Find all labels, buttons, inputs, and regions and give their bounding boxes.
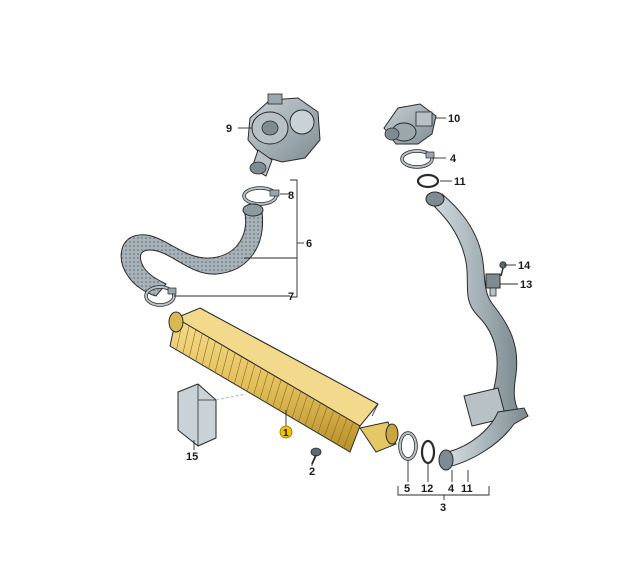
cooling-fin [182,325,190,354]
callout-11-top: 11 [454,176,466,188]
cooling-fin [285,387,295,415]
cooling-fin [278,383,289,411]
o-ring-icon [420,439,436,465]
cooling-fin [291,391,302,419]
cooling-fin [259,371,269,400]
callout-4-top: 4 [450,153,457,165]
cooling-fin [233,356,243,384]
callout-7: 7 [288,291,294,303]
callout-12: 12 [421,483,433,495]
cooling-fin [330,414,341,441]
charge-air-pipe [425,191,529,471]
hose-clamp-icon [242,186,280,206]
cooling-fin [246,364,256,392]
cooling-fin [221,348,229,377]
cooling-fin [201,337,210,365]
hose-clamp-icon [398,431,418,461]
intercooler-icon [168,307,399,453]
throttle-body-icon [383,103,437,145]
callout-6: 6 [306,238,312,250]
cooling-fin [324,410,334,437]
callouts: 9 10 4 11 8 6 7 14 13 2 15 5 12 4 11 3 1 [186,113,532,514]
turbocharger-icon [247,93,321,177]
callout-5: 5 [404,483,410,495]
callout-8: 8 [288,190,294,202]
bolt-icon [499,261,507,277]
cooling-fin [227,352,236,381]
cooling-fin [311,402,321,430]
cooling-fin [253,368,262,396]
cooling-fin [304,398,315,426]
callout-15: 15 [186,451,198,463]
bolt-icon [310,447,322,465]
callout-14: 14 [518,260,531,272]
cooling-fin [336,418,348,445]
cooling-fin [298,395,308,422]
cooling-fin [343,422,354,449]
callout-1: 1 [283,428,289,439]
callout-4-bottom: 4 [448,483,455,495]
cooling-fin [317,406,328,434]
callout-1-badge: 1 [279,425,293,439]
cooling-fin [266,375,275,403]
sensor-icon [485,273,501,297]
callout-11-bottom: 11 [461,483,473,495]
cooling-fin [272,379,282,407]
cooling-fin [188,329,197,358]
cooling-fin [195,333,203,362]
o-ring-icon [416,173,440,189]
cooling-fin [214,344,223,373]
callout-3: 3 [440,502,446,514]
callout-9: 9 [226,123,232,135]
hose-clamp-icon [400,149,435,169]
callout-13: 13 [520,279,532,291]
callout-2: 2 [309,466,315,478]
leader-lines [174,117,518,500]
callout-10: 10 [448,113,460,125]
bracket-icon [177,383,247,447]
cooling-fin [240,360,249,388]
cooling-fin [208,341,216,369]
charge-air-hose [120,203,264,297]
